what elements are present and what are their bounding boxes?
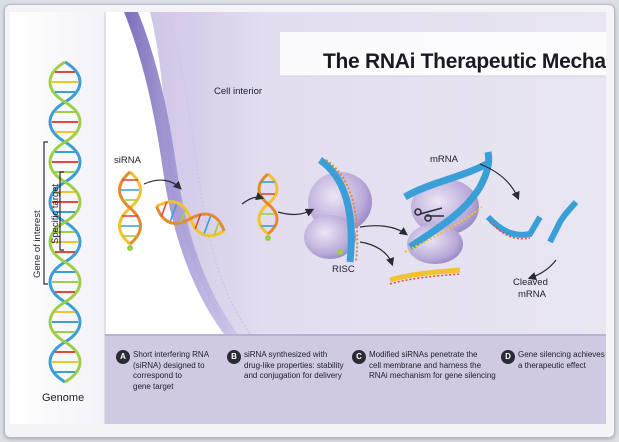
arrow-to-risc	[277, 208, 315, 217]
cell-membrane	[124, 12, 238, 334]
cleaved-mrna-label-line1: Cleaved	[513, 277, 548, 288]
step-c-text: Modified siRNAs penetrate the cell membr…	[369, 350, 496, 380]
arrow-risc-to-mrna	[359, 225, 408, 236]
arrow-mrna-to-cleaved	[479, 163, 520, 201]
diagram-canvas	[10, 12, 606, 424]
step-d-text: Gene silencing achieves a therapeutic ef…	[518, 350, 605, 370]
sirna-helix-c	[257, 172, 279, 241]
step-b-text: siRNA synthesized with drug-like propert…	[244, 350, 344, 380]
arrow-to-cleaved-label	[527, 259, 557, 281]
risc-label: RISC	[332, 264, 355, 275]
title-bar	[280, 32, 606, 76]
figure-panel: The RNAi Therapeutic Mechanism Cell inte…	[10, 12, 606, 424]
scissors-icon	[414, 207, 444, 222]
arrow-risc-release	[359, 241, 395, 267]
step-b-badge: B	[227, 350, 241, 364]
sirna-helix-b	[155, 200, 226, 238]
sirna-label: siRNA	[114, 155, 141, 166]
arrow-sirna-to-membrane	[143, 179, 182, 190]
gene-of-interest-label: Gene of interest	[32, 210, 43, 278]
step-c-badge: C	[352, 350, 366, 364]
gene-of-interest-bracket	[43, 141, 48, 285]
risc-mrna-complex	[403, 151, 493, 264]
cell-interior-region	[150, 12, 606, 334]
process-arrows	[143, 163, 557, 281]
sirna-helix-a	[118, 170, 142, 251]
page-title: The RNAi Therapeutic Mechanism	[323, 50, 606, 73]
step-d-badge: D	[501, 350, 515, 364]
genome-label: Genome	[42, 392, 85, 404]
step-a-badge: A	[116, 350, 130, 364]
cleaved-mrna-pieces	[485, 200, 579, 244]
step-band	[105, 334, 606, 424]
specific-target-bracket	[59, 171, 64, 251]
cleaved-mrna-label-line2: mRNA	[518, 289, 546, 300]
risc-complex	[304, 157, 372, 263]
arrow-to-helix-c	[241, 192, 265, 205]
cell-interior-label: Cell interior	[214, 86, 263, 97]
step-a-text: Short interfering RNA (siRNA) designed t…	[133, 350, 210, 391]
specific-target-label: Specific target	[50, 183, 61, 244]
released-sirna-strand	[389, 267, 461, 285]
mrna-label: mRNA	[430, 154, 458, 165]
genome-dna-helix	[48, 60, 82, 384]
membrane-inner-edge	[167, 12, 251, 335]
